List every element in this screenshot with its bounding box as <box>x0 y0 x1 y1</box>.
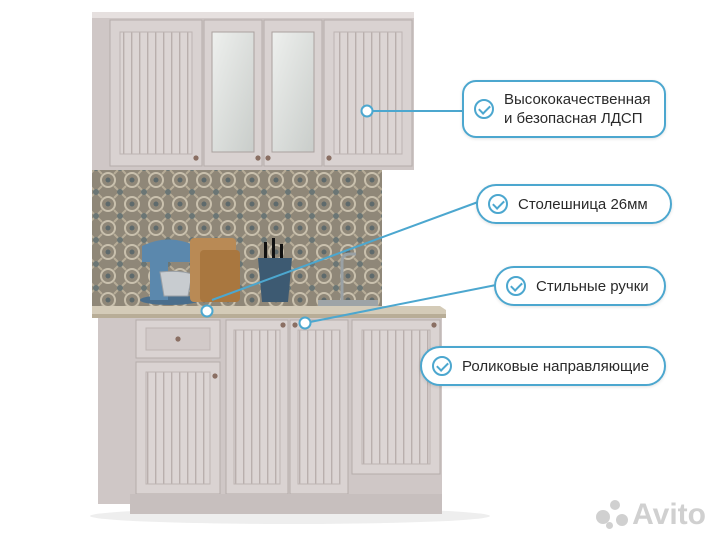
knife-block <box>258 238 292 302</box>
marker-ldsp <box>360 104 374 118</box>
check-circle-icon <box>474 99 494 119</box>
avito-watermark-text: Avito <box>632 498 706 531</box>
avito-watermark: Avito <box>596 498 706 532</box>
leader-lines <box>211 110 497 324</box>
upper-cabinets <box>92 12 414 170</box>
callout-rollers-text: Роликовые направляющие <box>462 357 650 375</box>
callout-handles: Стильные ручки <box>494 266 666 306</box>
callout-ldsp-line-1: Высококачественная <box>504 91 651 108</box>
marker-handles <box>298 316 312 330</box>
callout-countertop-text: Столешница 26мм <box>518 195 648 213</box>
avito-logo-icon <box>596 500 629 530</box>
check-circle-icon <box>432 356 452 376</box>
faucet <box>340 252 356 300</box>
check-circle-icon <box>488 194 508 214</box>
check-circle-icon <box>506 276 526 296</box>
callout-ldsp-line-2: и безопасная ЛДСП <box>504 110 643 127</box>
callout-handles-text: Стильные ручки <box>536 277 649 295</box>
countertop <box>92 300 446 318</box>
lower-cabinets <box>98 318 442 514</box>
callout-rollers: Роликовые направляющие <box>420 346 666 386</box>
callout-countertop: Столешница 26мм <box>476 184 672 224</box>
stand-mixer <box>140 239 200 305</box>
marker-countertop <box>200 304 214 318</box>
callout-ldsp: Высококачественная и безопасная ЛДСП <box>462 80 666 138</box>
cutting-boards <box>190 238 240 302</box>
